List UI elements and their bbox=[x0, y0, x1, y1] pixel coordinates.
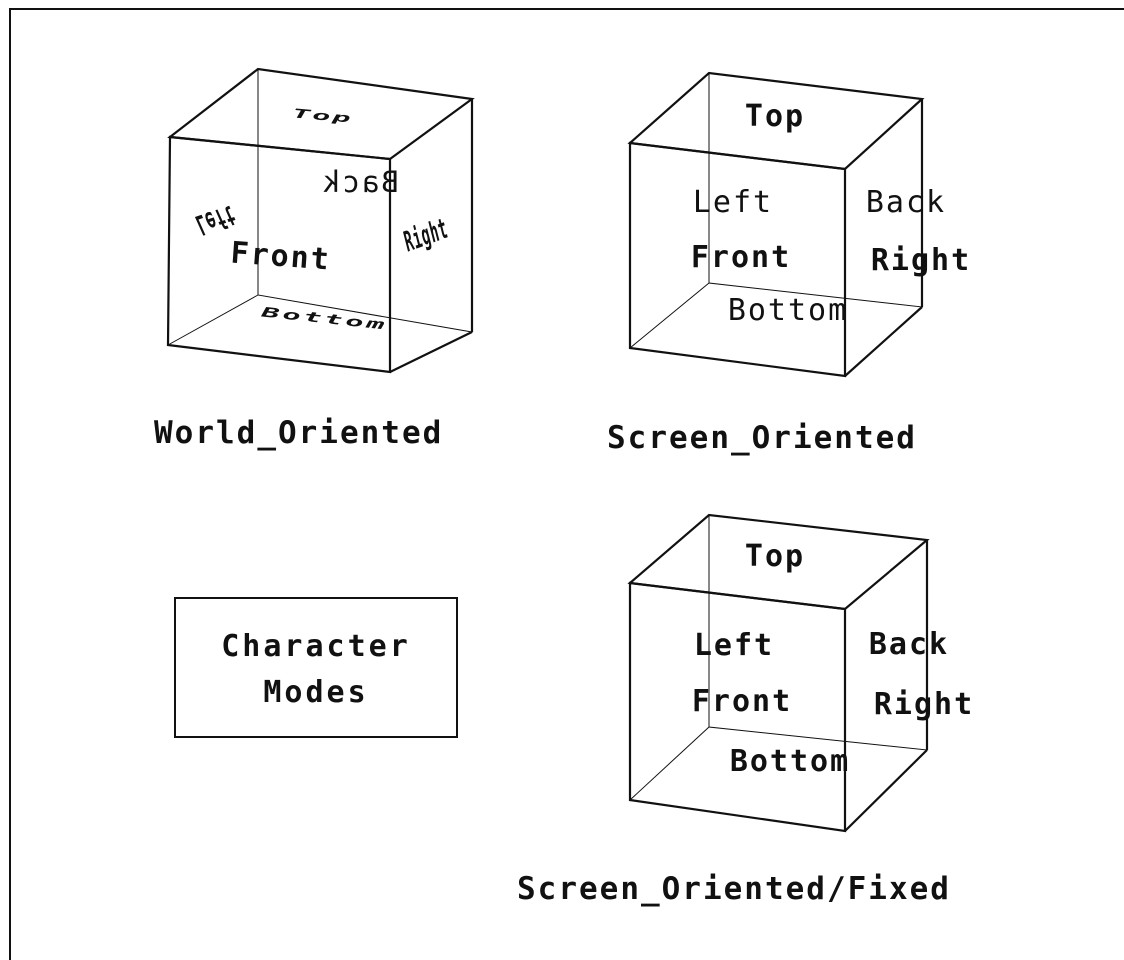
screen-back-label: Back bbox=[866, 185, 946, 220]
world-cube-back-edges bbox=[257, 68, 473, 333]
outer-frame bbox=[9, 8, 1124, 960]
fixed-back-label: Back bbox=[869, 627, 949, 662]
screen-left-label: Left bbox=[693, 185, 773, 220]
screen-front-label: Front bbox=[691, 240, 791, 275]
world-front-label: Front bbox=[229, 236, 332, 278]
fixed-left-label: Left bbox=[694, 628, 774, 663]
world-right-label: Right bbox=[399, 213, 452, 259]
fixed-front-label: Front bbox=[692, 684, 792, 719]
screen-oriented-cube: Top Left Back Front Right Bottom bbox=[627, 71, 971, 378]
screen-oriented-caption: Screen_Oriented bbox=[607, 420, 917, 456]
fixed-top-label: Top bbox=[745, 539, 805, 574]
screen-oriented-fixed-cube: Top Left Back Front Right Bottom bbox=[627, 513, 974, 833]
world-bottom-label: Bottom bbox=[260, 304, 389, 333]
world-back-label: Back bbox=[321, 165, 399, 199]
character-modes-box: Character Modes bbox=[174, 597, 458, 738]
screen-oriented-fixed-caption: Screen_Oriented/Fixed bbox=[517, 871, 951, 907]
screen-right-label: Right bbox=[871, 243, 971, 278]
fixed-bottom-label: Bottom bbox=[730, 744, 850, 779]
screen-top-label: Top bbox=[745, 99, 805, 134]
world-oriented-cube: Top Back Left Front Right Bottom bbox=[166, 67, 475, 374]
modes-box-line2: Modes bbox=[263, 675, 368, 710]
world-left-label: Left bbox=[192, 198, 239, 241]
world-oriented-caption: World_Oriented bbox=[154, 415, 443, 451]
fixed-right-label: Right bbox=[874, 687, 974, 722]
world-top-label: Top bbox=[292, 106, 353, 125]
modes-box-border bbox=[174, 597, 458, 738]
modes-box-line1: Character bbox=[221, 629, 411, 664]
screen-bottom-label: Bottom bbox=[728, 293, 848, 328]
